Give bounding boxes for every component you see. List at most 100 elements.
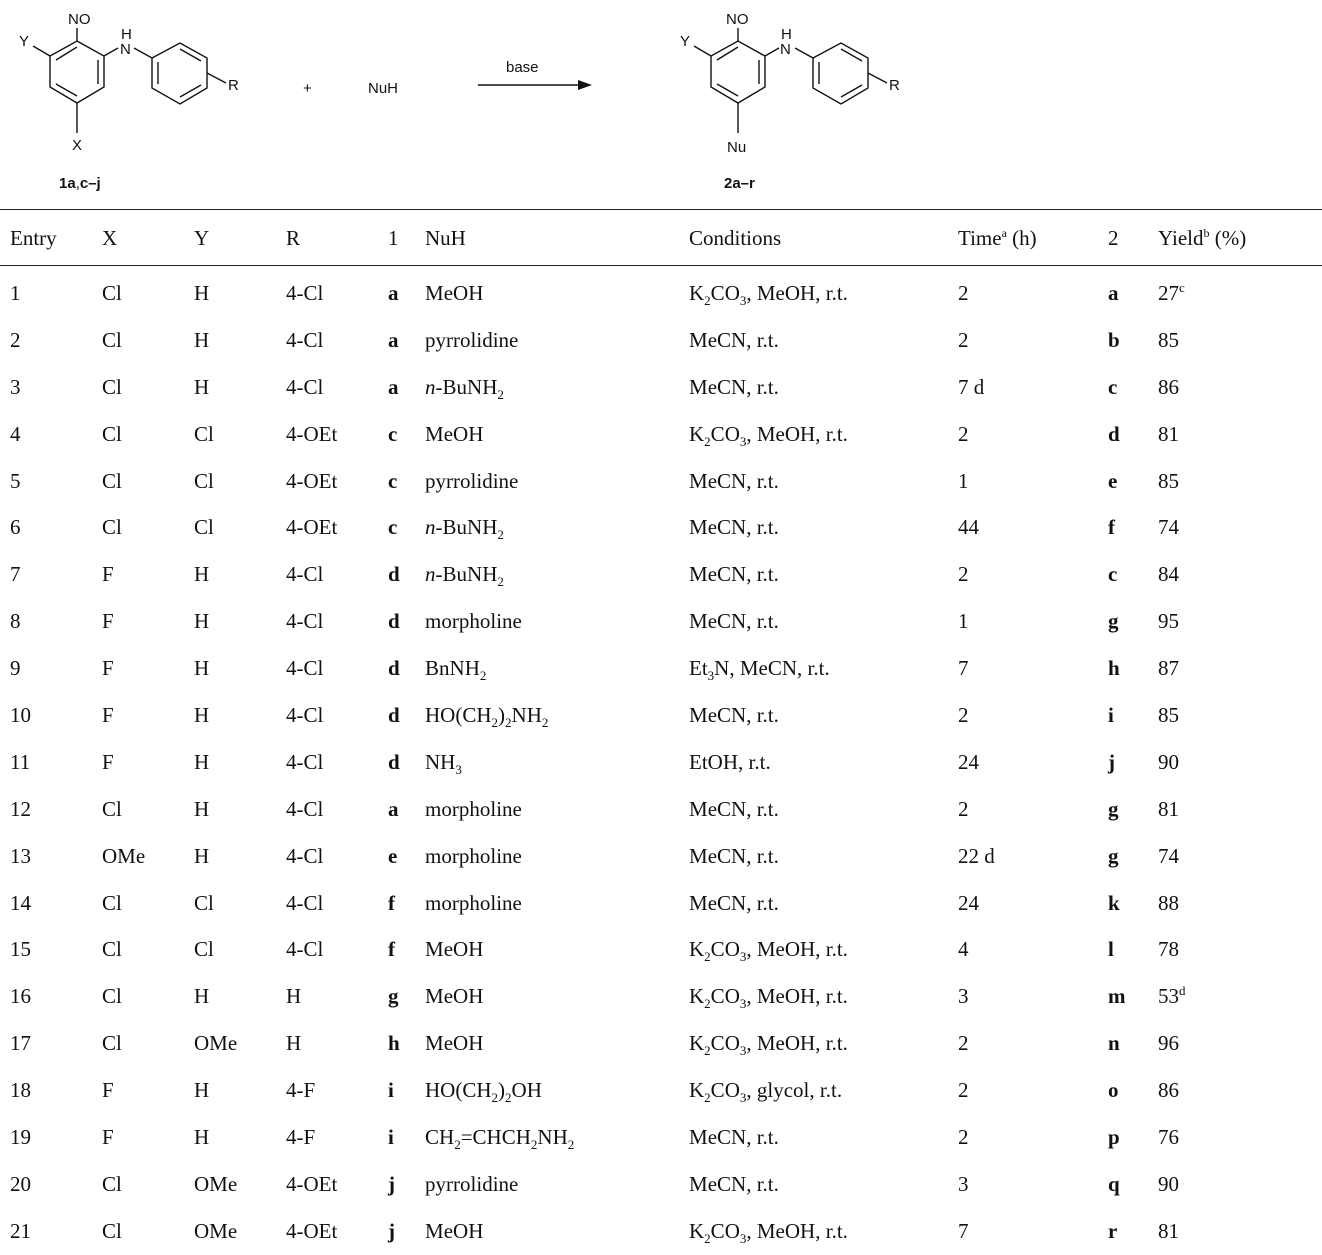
header-compound-2: 2 [1108,225,1119,250]
cell-nuh: pyrrolidine [425,468,519,493]
cell-nuh: CH2=CHCH2NH2 [425,1124,575,1153]
table-top-rule [0,209,1322,210]
reactant-n-label: N [120,41,131,58]
cell-r: 4-Cl [286,843,324,868]
cell-entry: 11 [10,749,31,774]
cell-compound-1: c [388,468,398,493]
cell-time: 7 [958,656,969,681]
cell-yield: 86 [1158,374,1179,399]
cell-x: F [102,609,114,634]
cell-compound-1: f [388,890,395,915]
cell-yield: 86 [1158,1078,1179,1103]
cell-r: 4-Cl [286,937,324,962]
cell-compound-2: n [1108,1031,1120,1056]
cell-compound-2: p [1108,1124,1120,1149]
cell-compound-2: o [1108,1078,1119,1103]
reaction-arrow [478,80,592,90]
cell-nuh: MeOH [425,1031,484,1056]
cell-yield: 74 [1158,843,1179,868]
cell-entry: 20 [10,1171,31,1196]
cell-nuh: NH3 [425,749,462,778]
product-structure [693,28,888,133]
cell-nuh: pyrrolidine [425,1171,519,1196]
cell-entry: 15 [10,937,31,962]
product-h-label: H [781,26,792,43]
cell-conditions: MeCN, r.t. [689,796,779,821]
cell-time: 24 [958,890,979,915]
cell-conditions: K2CO3, MeOH, r.t. [689,421,848,449]
cell-time: 2 [958,1031,969,1056]
cell-y: H [194,984,210,1009]
cell-nuh: n-BuNH2 [425,374,504,402]
cell-r: 4-Cl [286,702,324,727]
product-r-label: R [889,77,900,94]
cell-time: 4 [958,937,969,962]
cell-entry: 14 [10,890,31,915]
cell-entry: 19 [10,1124,31,1149]
cell-x: Cl [102,421,122,446]
cell-compound-1: a [388,280,399,305]
cell-entry: 18 [10,1078,31,1103]
cell-conditions: MeCN, r.t. [689,327,779,352]
cell-compound-1: c [388,421,398,446]
reactant-y-label: Y [19,33,29,50]
cell-compound-1: d [388,656,400,681]
yield-footnote-marker: c [1179,279,1185,295]
cell-conditions: MeCN, r.t. [689,890,779,915]
cell-x: F [102,656,114,681]
cell-conditions: K2CO3, MeOH, r.t. [689,280,848,309]
cell-compound-1: d [388,609,400,634]
reactant-h-label: H [121,26,132,43]
reaction-scheme: NO H N Y X R 1a,c–j + NuH base [0,0,1322,205]
cell-compound-1: d [388,562,400,587]
cell-r: 4-F [286,1124,316,1149]
cell-yield: 81 [1158,1218,1179,1243]
table-header-row: Entry X Y R 1 NuH Conditions Timea (h) 2… [0,212,1322,264]
cell-nuh: n-BuNH2 [425,515,504,543]
cell-x: Cl [102,1031,122,1056]
cell-compound-1: j [388,1218,395,1243]
cell-compound-2: d [1108,421,1120,446]
cell-yield: 84 [1158,562,1179,587]
cell-r: 4-Cl [286,562,324,587]
cell-y: OMe [194,1031,238,1056]
cell-yield: 85 [1158,327,1179,352]
cell-compound-2: h [1108,656,1120,681]
cell-compound-1: i [388,1078,394,1103]
cell-compound-1: a [388,796,399,821]
cell-y: H [194,280,210,305]
cell-x: Cl [102,937,122,962]
cell-compound-1: f [388,937,395,962]
cell-r: 4-Cl [286,890,324,915]
cell-y: H [194,327,210,352]
cell-compound-2: e [1108,468,1118,493]
cell-yield: 27c [1158,279,1185,305]
cell-y: H [194,562,210,587]
reactant-structure [32,28,227,133]
cell-y: Cl [194,937,214,962]
cell-y: H [194,656,210,681]
cell-y: H [194,1124,210,1149]
cell-entry: 16 [10,984,31,1009]
cell-time: 2 [958,280,969,305]
cell-conditions: MeCN, r.t. [689,1171,779,1196]
cell-conditions: K2CO3, MeOH, r.t. [689,1218,848,1246]
cell-r: 4-Cl [286,374,324,399]
cell-compound-2: c [1108,374,1118,399]
cell-yield: 95 [1158,609,1179,634]
cell-x: F [102,1124,114,1149]
cell-entry: 13 [10,843,31,868]
table-header-rule [0,265,1322,266]
cell-yield: 78 [1158,937,1179,962]
